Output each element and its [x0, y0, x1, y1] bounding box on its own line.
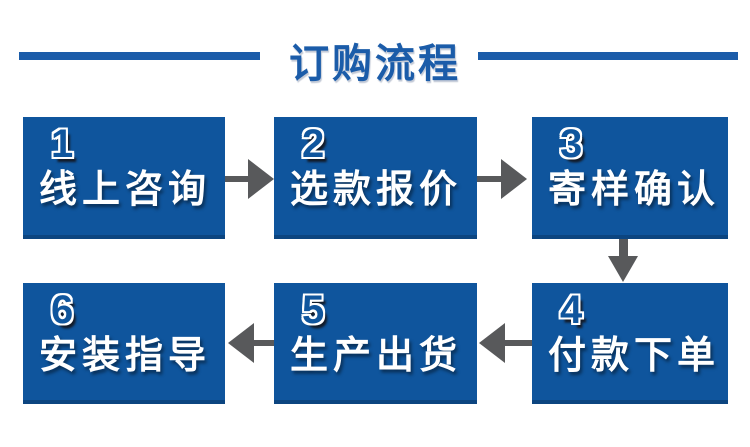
- arrow-head: [501, 159, 527, 199]
- step-box-6: 6 安装指导: [23, 283, 225, 404]
- arrow-shaft: [619, 239, 628, 257]
- step-label: 安装指导: [39, 335, 212, 377]
- arrow-head: [608, 256, 638, 282]
- arrow-head: [479, 323, 505, 363]
- arrow-shaft: [477, 176, 502, 182]
- step-box-2: 2 选款报价: [274, 117, 477, 239]
- title-divider-right: [478, 52, 738, 60]
- step-label: 生产出货: [290, 335, 463, 377]
- arrow-shaft: [253, 340, 274, 346]
- step-box-5: 5 生产出货: [274, 283, 477, 404]
- step-number: 3: [560, 122, 583, 166]
- page-title: 订购流程: [289, 42, 461, 86]
- step-label: 选款报价: [290, 169, 463, 211]
- arrow-head: [248, 159, 274, 199]
- step-box-1: 1 线上咨询: [23, 117, 225, 239]
- title-divider-left: [19, 52, 260, 60]
- arrow-head: [228, 323, 254, 363]
- step-label: 线上咨询: [39, 169, 212, 211]
- step-number: 5: [302, 288, 325, 332]
- step-label: 付款下单: [548, 335, 721, 377]
- step-number: 1: [51, 122, 74, 166]
- arrow-shaft: [225, 176, 249, 182]
- step-number: 2: [302, 122, 325, 166]
- step-number: 6: [51, 288, 74, 332]
- step-number: 4: [560, 288, 583, 332]
- step-box-3: 3 寄样确认: [532, 117, 728, 239]
- step-box-4: 4 付款下单: [532, 283, 728, 404]
- step-label: 寄样确认: [548, 169, 721, 211]
- arrow-shaft: [504, 340, 532, 346]
